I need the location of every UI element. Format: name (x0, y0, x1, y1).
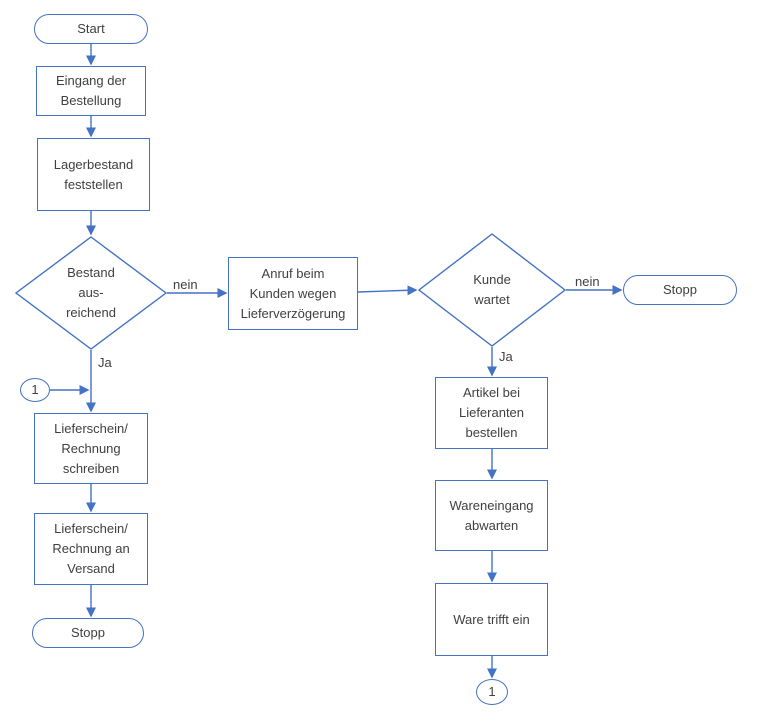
process-wareneingang-label: Wareneingang abwarten (449, 497, 534, 533)
process-lieferschein-versand-label: Lieferschein/ Rechnung an Versand (52, 521, 130, 576)
decision-kunde-wartet[interactable]: Kunde wartet (418, 233, 566, 347)
diamond-shape (418, 233, 566, 347)
process-lieferschein-versand[interactable]: Lieferschein/ Rechnung an Versand (34, 513, 148, 585)
process-anruf-label: Anruf beim Kunden wegen Lieferverzögerun… (240, 265, 346, 321)
connector-1-links-label: 1 (31, 382, 39, 397)
branch-label-kunde-ja: Ja (498, 349, 514, 364)
decision-bestand-ausreichend[interactable]: Bestand aus- reichend (15, 236, 167, 350)
process-artikel-label: Artikel bei Lieferanten bestellen (458, 385, 525, 440)
branch-label-kunde-nein: nein (574, 274, 601, 289)
branch-label-bestand-ja: Ja (97, 355, 113, 370)
edge-anruf-to-kunde-wartet (357, 285, 418, 296)
offpage-connector-1-links[interactable]: 1 (20, 378, 50, 402)
process-lagerbestand-label: Lagerbestand feststellen (53, 156, 134, 192)
terminator-stopp-links-label: Stopp (71, 625, 105, 640)
process-anruf-beim-kunden[interactable]: Anruf beim Kunden wegen Lieferverzögerun… (228, 257, 358, 330)
decision-bestand-label: Bestand aus- reichend (66, 265, 116, 320)
terminator-stopp-rechts-label: Stopp (663, 282, 697, 297)
connector-1-unten-label: 1 (488, 684, 496, 699)
decision-kunde-label: Kunde wartet (473, 272, 511, 307)
terminator-start[interactable]: Start (34, 14, 148, 44)
offpage-connector-1-unten[interactable]: 1 (476, 679, 508, 705)
process-ware-trifft-ein[interactable]: Ware trifft ein (435, 583, 548, 656)
process-lieferschein-schreiben-label: Lieferschein/ Rechnung schreiben (54, 420, 128, 476)
process-eingang-der-bestellung[interactable]: Eingang der Bestellung (36, 66, 146, 116)
terminator-start-label: Start (77, 21, 105, 36)
process-wareneingang-abwarten[interactable]: Wareneingang abwarten (435, 480, 548, 551)
terminator-stopp-rechts[interactable]: Stopp (623, 275, 737, 305)
process-lagerbestand-feststellen[interactable]: Lagerbestand feststellen (37, 138, 150, 211)
terminator-stopp-links[interactable]: Stopp (32, 618, 144, 648)
process-eingang-label: Eingang der Bestellung (55, 73, 127, 108)
process-ware-label: Ware trifft ein (453, 611, 530, 627)
process-artikel-bestellen[interactable]: Artikel bei Lieferanten bestellen (435, 377, 548, 449)
process-lieferschein-schreiben[interactable]: Lieferschein/ Rechnung schreiben (34, 413, 148, 484)
branch-label-bestand-nein: nein (172, 277, 199, 292)
diamond-shape (15, 236, 167, 350)
